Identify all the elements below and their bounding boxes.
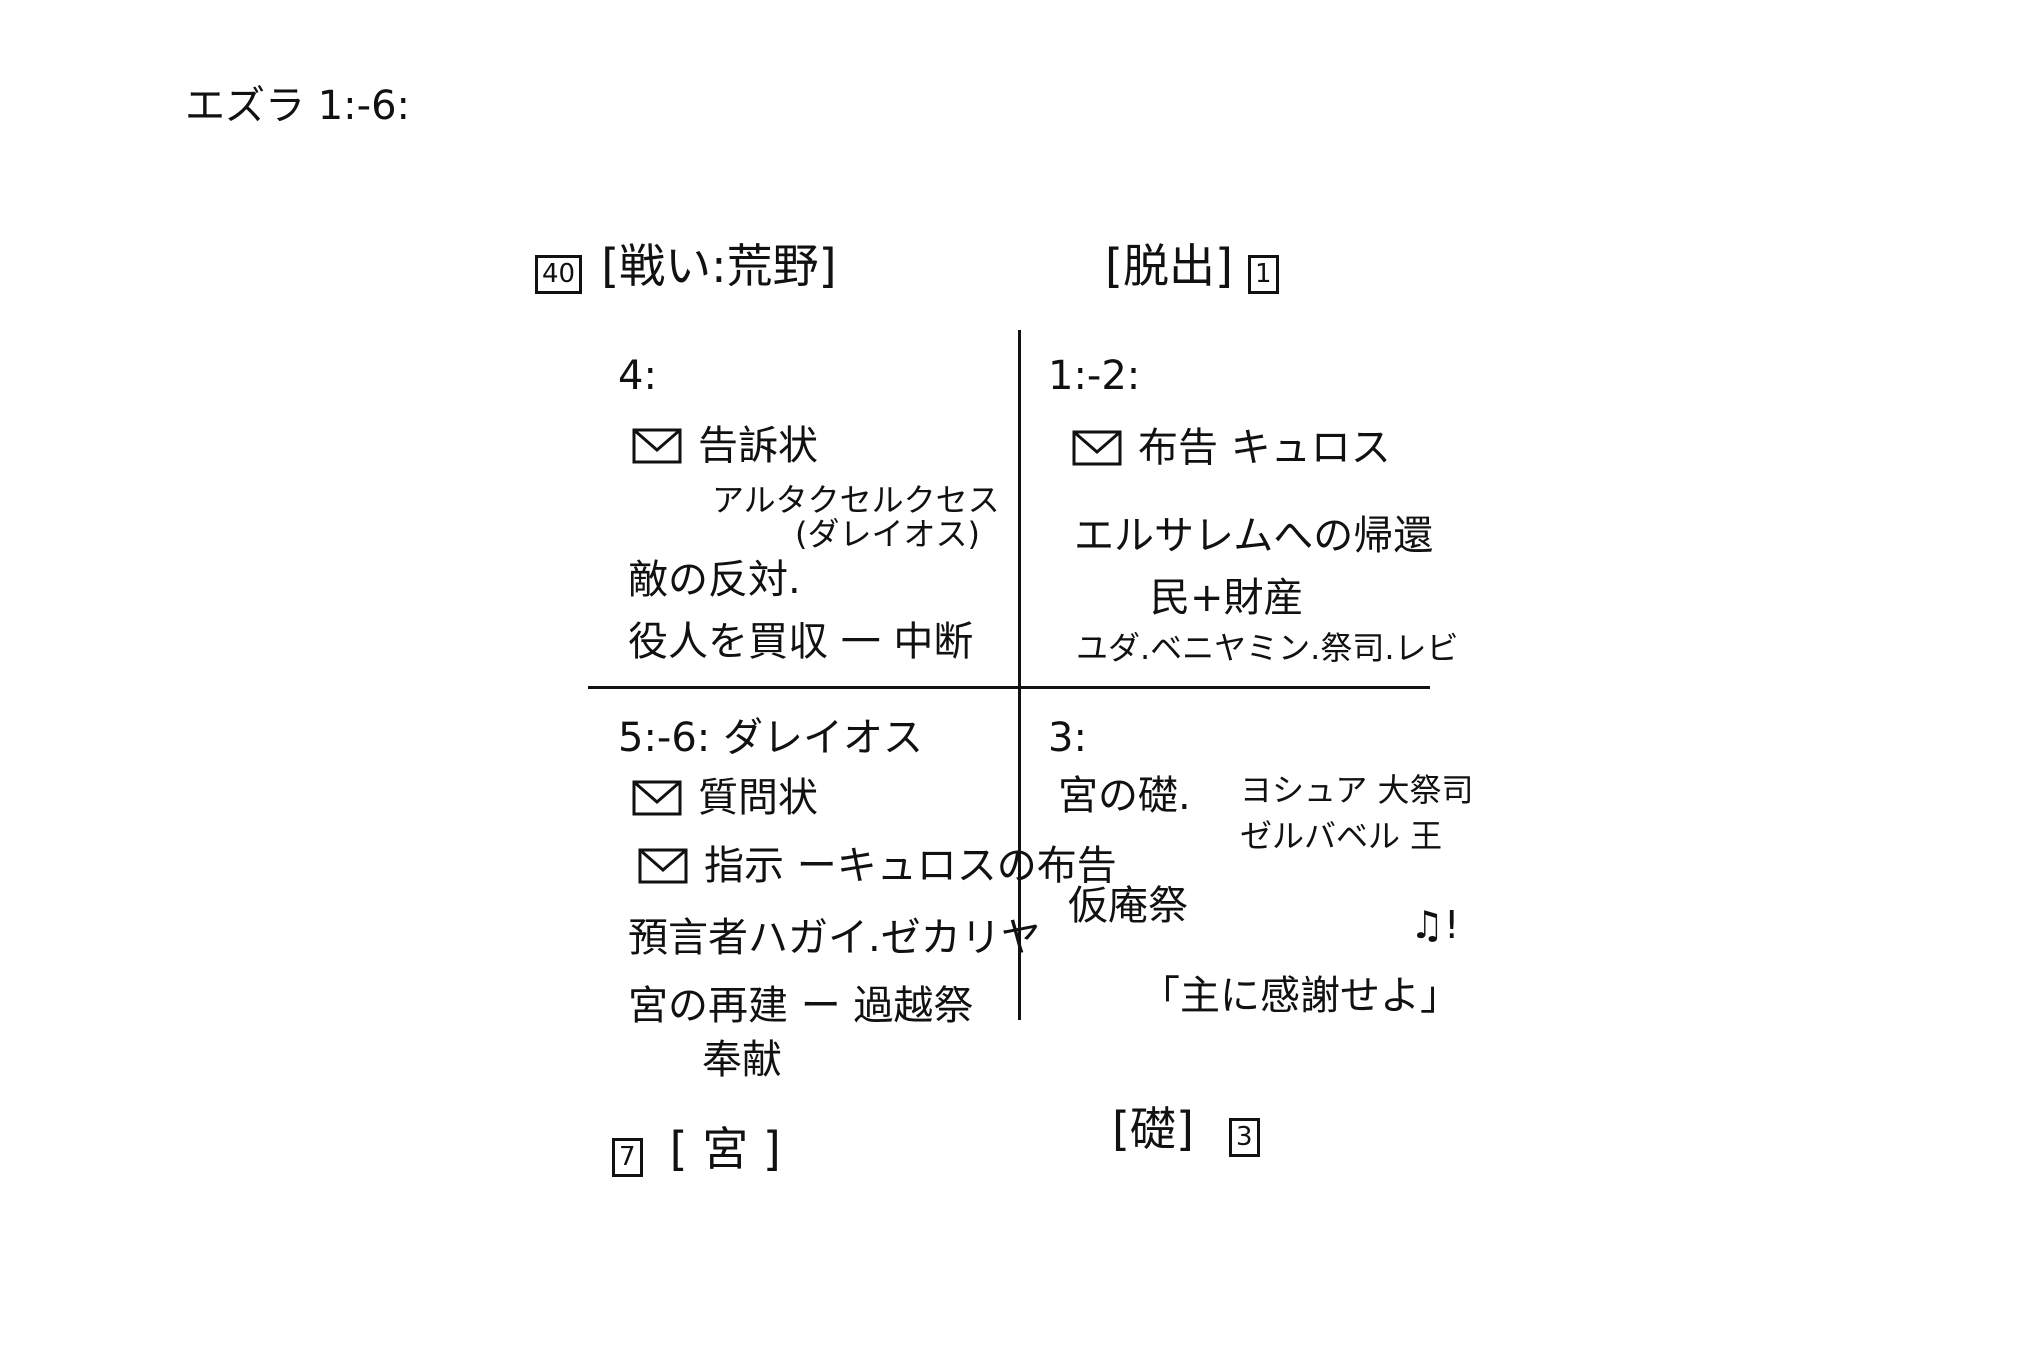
- top-right-line4: ユダ.ベニヤミン.祭司.レビ: [1076, 629, 1459, 667]
- bottom-left-item2: 指示 ーキュロスの布告: [704, 843, 1117, 889]
- bottom-right-line2: 仮庵祭: [1068, 883, 1188, 929]
- header-top-right-box: 1: [1248, 255, 1279, 294]
- top-left-ref: 4:: [618, 353, 657, 399]
- top-left-item1-sub1: アルタクセルクセス: [712, 481, 1000, 519]
- top-right-line3: 民+財産: [1150, 575, 1304, 621]
- envelope-icon: [638, 848, 688, 884]
- horizontal-divider: [588, 686, 1430, 689]
- bottom-right-line3: 「主に感謝せよ」: [1140, 973, 1460, 1019]
- header-bottom-left-label: [ 宮 ]: [669, 1122, 781, 1176]
- header-top-right: [脱出] 1: [1105, 243, 1279, 294]
- header-bottom-right-label: [礎]: [1112, 1102, 1194, 1156]
- bottom-left-item1: 質問状: [698, 775, 818, 821]
- top-left-line3: 役人を買収 一 中断: [628, 619, 974, 665]
- bottom-left-ref: 5:-6: ダレイオス: [618, 715, 923, 761]
- header-bottom-right-box: 3: [1229, 1118, 1260, 1157]
- bottom-right-ref: 3:: [1048, 715, 1087, 761]
- header-top-left-label: [戦い:荒野]: [601, 239, 837, 293]
- header-top-right-label: [脱出]: [1105, 239, 1233, 293]
- header-bottom-left: 7 [ 宮 ]: [612, 1126, 781, 1177]
- top-right-ref: 1:-2:: [1048, 353, 1141, 399]
- envelope-icon: [1072, 430, 1122, 466]
- top-left-item1: 告訴状: [698, 423, 818, 469]
- header-top-left-box: 40: [535, 255, 583, 294]
- bottom-right-line1-sub1: ヨシュア 大祭司: [1240, 771, 1474, 809]
- header-top-left: 40 [戦い:荒野]: [535, 243, 837, 294]
- music-note-icon: ♫!: [1410, 903, 1460, 947]
- envelope-icon: [632, 780, 682, 816]
- bottom-left-line5: 奉献: [702, 1037, 782, 1083]
- top-left-line2: 敵の反対.: [628, 557, 801, 603]
- bottom-left-line3: 預言者ハガイ.ゼカリヤ: [628, 915, 1041, 961]
- top-right-line2: エルサレムへの帰還: [1074, 513, 1434, 559]
- bottom-right-line1-sub2: ゼルバベル 王: [1240, 817, 1443, 855]
- bottom-left-line4: 宮の再建 ー 過越祭: [628, 983, 974, 1029]
- top-left-item1-sub2: (ダレイオス): [795, 515, 980, 553]
- header-bottom-left-box: 7: [612, 1138, 643, 1177]
- top-right-item1: 布告 キュロス: [1138, 425, 1391, 471]
- bottom-right-line1: 宮の礎.: [1058, 773, 1191, 819]
- vertical-divider: [1018, 330, 1021, 1020]
- page-title: エズラ 1:-6:: [185, 83, 410, 129]
- envelope-icon: [632, 428, 682, 464]
- header-bottom-right: [礎] 3: [1112, 1106, 1260, 1157]
